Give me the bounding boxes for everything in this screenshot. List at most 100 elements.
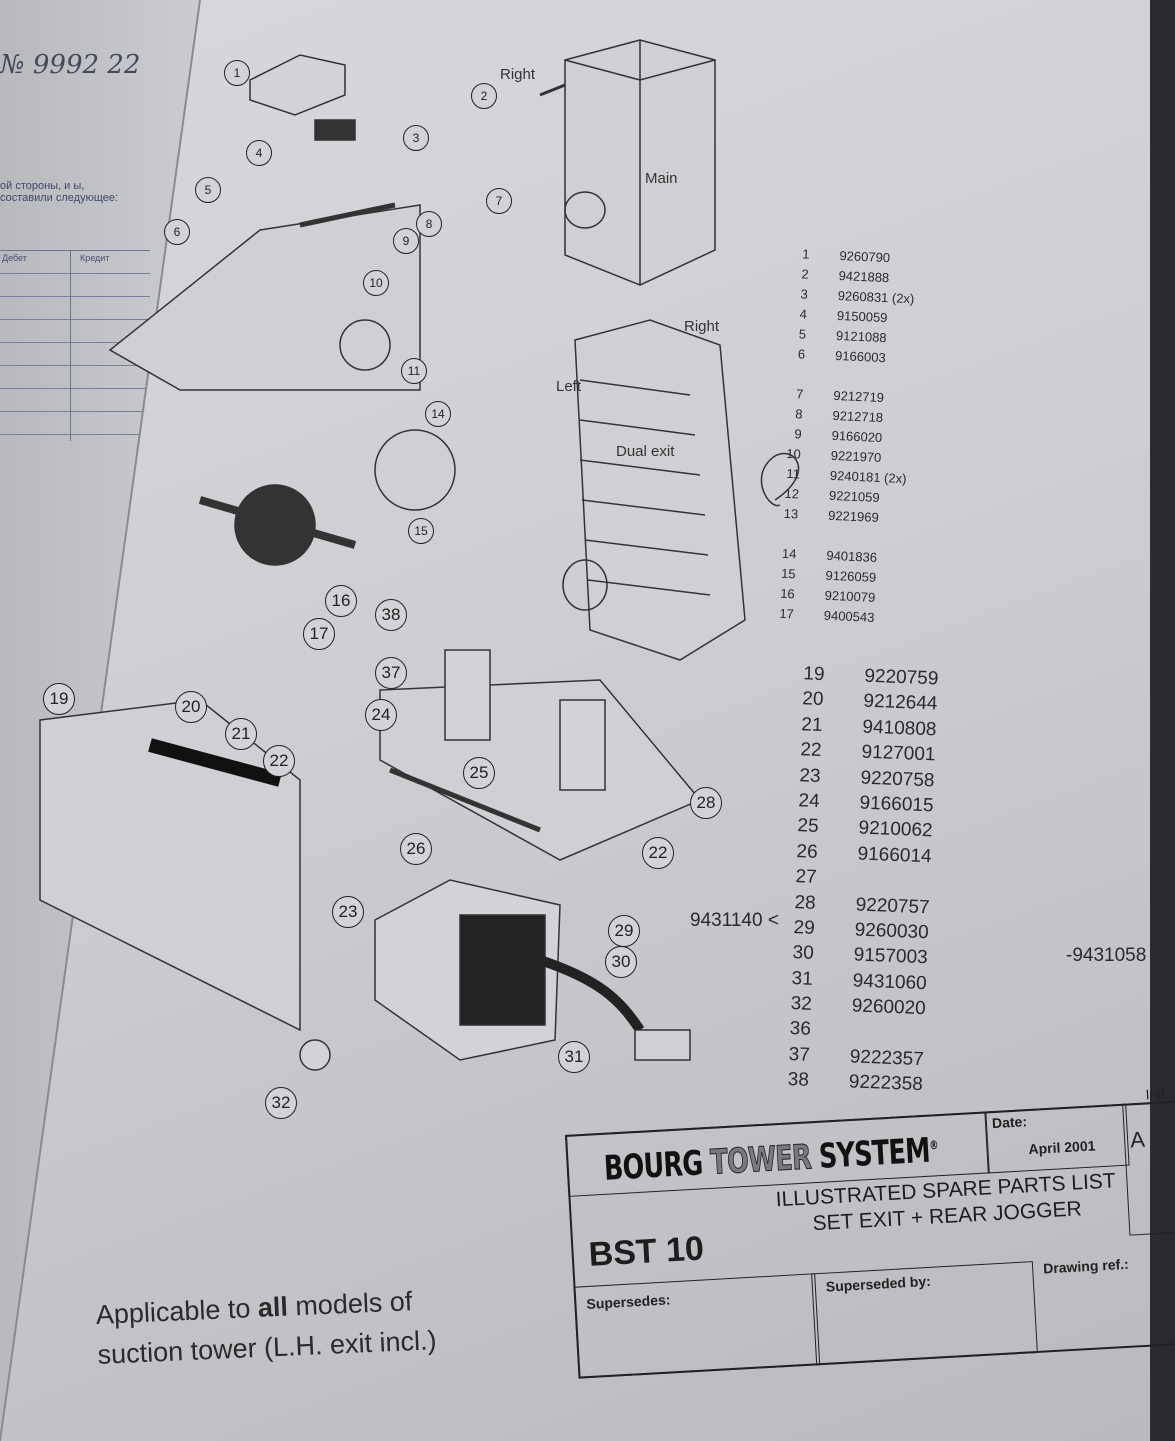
callout-4: 4: [246, 140, 272, 166]
label-right-mid: Right: [684, 318, 720, 335]
item-number: 24: [798, 790, 821, 812]
supersedes-cell: [573, 1273, 821, 1379]
part-number: 9127001: [861, 741, 936, 766]
item-number: 22: [800, 739, 822, 762]
callout-37: 37: [375, 657, 407, 689]
part-number: 9260020: [851, 995, 927, 1020]
applicability-note: Applicable to all models of suction towe…: [95, 1280, 437, 1375]
part-number: 9220758: [860, 767, 935, 791]
callout-11: 11: [401, 358, 427, 384]
part-number: 9166014: [857, 843, 932, 868]
item-number: 19: [802, 663, 825, 686]
label-left: Left: [556, 378, 582, 395]
part-number: 9210079: [824, 587, 876, 605]
part-number: 9222358: [848, 1071, 924, 1096]
part-number: 9126059: [825, 567, 877, 585]
applic-post: models of: [287, 1286, 413, 1322]
part-number: 9220757: [855, 893, 930, 918]
applic-pre: Applicable to: [95, 1292, 259, 1330]
callout-17: 17: [303, 618, 335, 650]
callout-24: 24: [365, 699, 397, 731]
assembly-number-19-38: 9431140 <: [690, 910, 779, 931]
part-number: 9166003: [834, 347, 887, 366]
callout-2: 2: [471, 83, 497, 109]
callout-32: 32: [265, 1087, 297, 1119]
label-main: Main: [645, 170, 678, 187]
part-number: 9220759: [864, 665, 939, 690]
part-number: 9221969: [827, 507, 880, 525]
part-number: 9166020: [831, 427, 883, 446]
part-number: 9421888: [838, 268, 890, 286]
callout-5: 5: [195, 177, 221, 203]
callout-25: 25: [463, 757, 495, 789]
callout-26: 26: [400, 833, 432, 865]
item-number: 37: [788, 1043, 811, 1066]
index-label: Ind: [1145, 1085, 1166, 1103]
assembly-number-29-32: -9431058: [1066, 945, 1147, 966]
model-number: BST 10: [587, 1229, 705, 1274]
callout-16: 16: [325, 585, 357, 617]
callout-28: 28: [690, 787, 722, 819]
item-number: 17: [779, 605, 795, 622]
ledger-header-debit: Дебет: [2, 253, 27, 263]
part-number: 9121088: [835, 327, 887, 346]
part-number: 9221059: [828, 487, 880, 506]
callout-31: 31: [558, 1041, 590, 1073]
part-number: 9431060: [852, 970, 928, 994]
callout-3: 3: [403, 125, 429, 151]
drawing-ref-label: Drawing ref.:: [1042, 1255, 1130, 1277]
switch-drawing: [314, 119, 356, 141]
base-plate-drawing: [379, 679, 702, 861]
part-number: 9212719: [833, 387, 885, 406]
russian-text: ой стороны, и ы, составили следующее:: [0, 180, 119, 204]
assembly-19-38-value: 9431140: [690, 910, 763, 931]
callout-30: 30: [605, 946, 637, 978]
item-number: 27: [795, 866, 818, 889]
date-label: Date:: [991, 1113, 1028, 1132]
callout-22: 22: [642, 837, 674, 869]
tower-dual-exit-drawing: [562, 319, 800, 661]
part-number: 9260030: [854, 919, 930, 944]
callout-23: 23: [332, 896, 364, 928]
part-number: 9150059: [836, 307, 888, 326]
part-number: 9157003: [853, 944, 929, 969]
item-number: 30: [792, 942, 815, 965]
part-cover-drawing: [249, 54, 346, 116]
item-number: 25: [797, 815, 820, 838]
callout-1: 1: [224, 60, 250, 86]
part-number: 9410808: [862, 716, 937, 741]
bracket-drawing: [108, 204, 421, 391]
item-number: 26: [796, 840, 819, 863]
item-number: 21: [801, 714, 823, 736]
callout-20: 20: [175, 691, 207, 723]
part-number: 9210062: [858, 817, 933, 842]
part-number: 9222357: [849, 1046, 925, 1071]
item-number: 23: [799, 764, 821, 787]
callout-38: 38: [375, 599, 407, 631]
callout-7: 7: [486, 188, 512, 214]
item-number: 38: [787, 1069, 810, 1092]
item-number: 20: [801, 688, 824, 711]
part-number: 9260790: [839, 248, 891, 266]
applic-bold: all: [257, 1291, 289, 1323]
item-number: 31: [791, 967, 814, 990]
part-number: 9221970: [830, 447, 882, 466]
handwritten-number: № 9992 22: [0, 50, 141, 80]
callout-6: 6: [164, 219, 190, 245]
tower-main-drawing: [564, 39, 716, 286]
callout-15: 15: [408, 518, 434, 544]
part-number: 9400543: [823, 607, 875, 625]
callout-10: 10: [363, 270, 389, 296]
callout-21: 21: [225, 718, 257, 750]
callout-9: 9: [393, 228, 419, 254]
callout-22: 22: [263, 745, 295, 777]
ledger-header-credit: Кредит: [80, 253, 110, 263]
item-number: 32: [790, 993, 813, 1015]
pulley-drawing: [374, 429, 456, 511]
callout-14: 14: [425, 401, 451, 427]
callout-8: 8: [416, 211, 442, 237]
callout-29: 29: [608, 915, 640, 947]
